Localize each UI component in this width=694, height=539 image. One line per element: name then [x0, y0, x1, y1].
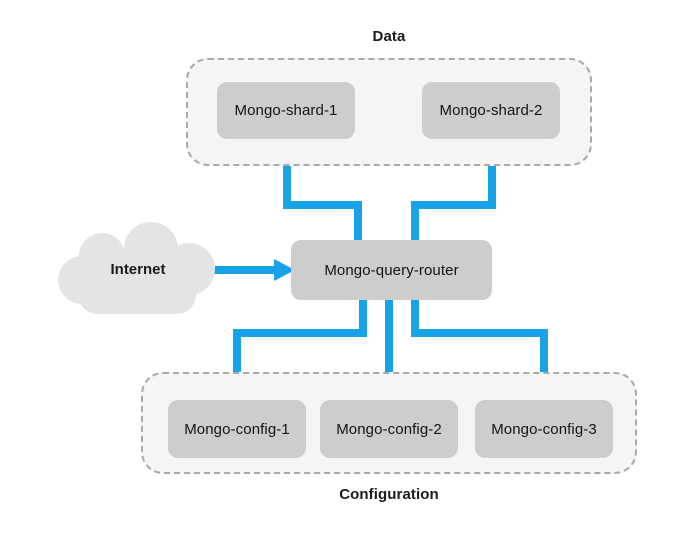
group-caption-configuration: Configuration — [339, 486, 439, 503]
wire-internet-to-router — [203, 259, 295, 281]
node-mongo-shard-2[interactable]: Mongo-shard-2 — [422, 82, 560, 139]
wire-router-to-config-3 — [411, 300, 548, 400]
node-mongo-shard-1[interactable]: Mongo-shard-1 — [217, 82, 355, 139]
internet-cloud-icon — [58, 222, 215, 314]
wire-router-to-shard-1 — [283, 139, 362, 240]
wire-router-to-shard-2 — [411, 139, 496, 240]
wire-router-to-config-1 — [233, 300, 367, 400]
node-mongo-query-router[interactable]: Mongo-query-router — [291, 240, 492, 300]
node-mongo-config-3[interactable]: Mongo-config-3 — [475, 400, 613, 458]
group-caption-data: Data — [372, 28, 406, 45]
node-mongo-config-1[interactable]: Mongo-config-1 — [168, 400, 306, 458]
node-mongo-config-2[interactable]: Mongo-config-2 — [320, 400, 458, 458]
